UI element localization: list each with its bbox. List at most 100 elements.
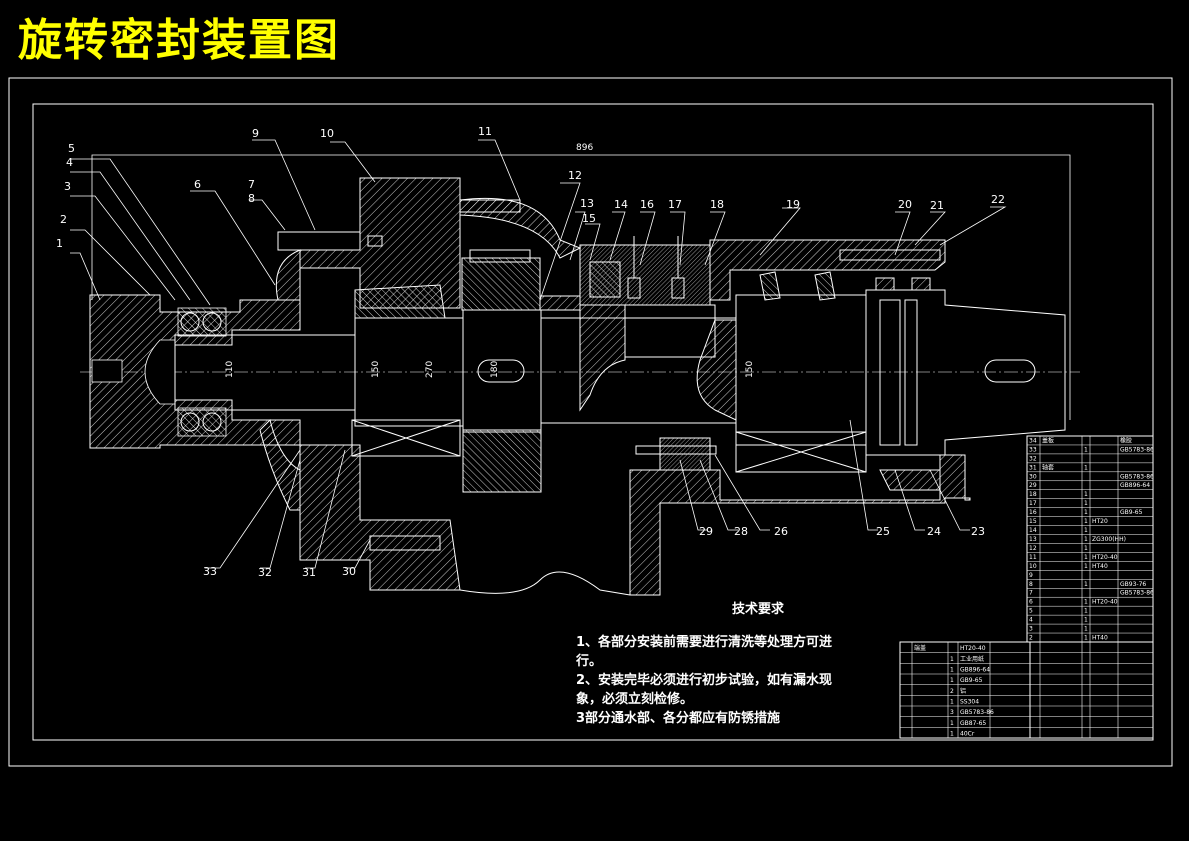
part-label: 17 [668,198,682,211]
overall-dimension-text: 896 [576,143,593,153]
parts-row-qty: 1 [1084,536,1088,543]
tech-requirement-line: 2、安装完毕必须进行初步试验，如有漏水现 [576,673,833,688]
parts-row-standard: 橡胶 [1120,436,1132,444]
title-row-qty: 3 [950,709,954,716]
parts-row-qty: 1 [1084,599,1088,606]
drawing-title: 旋转密封装置图 [18,15,340,66]
parts-row-no: 11 [1029,554,1037,561]
parts-row-qty: 1 [1084,518,1088,525]
upper-housing [275,177,946,446]
svg-text:150: 150 [371,361,381,378]
title-row-material: GB9-65 [960,677,983,684]
parts-row-no: 33 [1029,446,1037,453]
title-row-material: GB87-65 [960,720,986,727]
parts-row-qty: 1 [1084,446,1088,453]
parts-row-qty: 1 [1084,617,1088,624]
parts-row-no: 18 [1029,491,1037,498]
parts-row-no: 13 [1029,536,1037,543]
title-row-qty: 1 [950,699,954,706]
part-label: 19 [786,198,800,211]
part-label: 2 [60,213,67,226]
parts-row-no: 12 [1029,545,1037,552]
part-label: 29 [699,525,713,538]
tech-requirements-heading: 技术要求 [732,602,785,617]
parts-row-qty: 1 [1084,527,1088,534]
parts-row-no: 6 [1029,599,1033,606]
svg-text:150: 150 [745,361,755,378]
parts-row-qty: 1 [1084,608,1088,615]
title-row-material: GB5783-86 [960,709,994,716]
parts-row-no: 17 [1029,500,1037,507]
title-row-material: 工业用纸 [960,655,984,663]
part-label: 28 [734,525,748,538]
svg-text:110: 110 [225,361,235,378]
part-label: 3 [64,180,71,193]
parts-row-no: 2 [1029,635,1033,642]
parts-row-no: 3 [1029,626,1033,633]
parts-row-standard: GB5783-86 [1120,473,1154,480]
parts-row-standard: GB896-64 [1120,482,1150,489]
part-label: 14 [614,198,628,211]
leader-lines [70,139,1007,569]
part-label: 13 [580,197,594,210]
part-label: 25 [876,525,890,538]
tech-requirement-line: 3部分通水部、各分都应有防锈措施 [576,711,781,726]
parts-row-qty: 1 [1084,509,1088,516]
svg-text:270: 270 [425,361,435,378]
parts-row-standard: GB9-65 [1120,509,1143,516]
parts-row-no: 7 [1029,590,1033,597]
parts-row-standard: GB5783-86 [1120,446,1154,453]
part-label: 21 [930,199,944,212]
parts-row-no: 31 [1029,464,1037,471]
parts-row-no: 8 [1029,581,1033,588]
parts-row-standard: GB93-76 [1120,581,1146,588]
title-row-material: 40Cr [960,731,975,738]
parts-row-standard: GB5783-86 [1120,590,1154,597]
title-block [899,641,1154,739]
parts-row-material: HT20-40 [1092,599,1118,606]
parts-row-qty: 1 [1084,635,1088,642]
part-label: 16 [640,198,654,211]
title-row-name: 端盖 [914,644,926,652]
part-label: 9 [252,127,259,140]
part-label: 32 [258,566,272,579]
title-row-qty: 2 [950,688,954,695]
parts-row-no: 15 [1029,518,1037,525]
parts-row-qty: 1 [1084,626,1088,633]
part-label: 15 [582,212,596,225]
parts-row-no: 14 [1029,527,1037,534]
title-row-material: GB896-64 [960,667,990,674]
tech-requirement-line: 行。 [576,654,603,669]
parts-row-material: HT20 [1092,518,1108,525]
title-row-material: SS304 [960,699,979,706]
title-row-qty: 1 [950,667,954,674]
parts-row-material: HT20-40 [1092,554,1118,561]
part-labels: 1 2 3 4 5 6 7 8 9 10 11 12 13 14 15 16 1… [56,125,1005,579]
part-label: 31 [302,566,316,579]
part-label: 11 [478,125,492,138]
part-label: 26 [774,525,788,538]
part-label: 4 [66,156,73,169]
lower-housing [259,419,971,596]
part-label: 23 [971,525,985,538]
parts-row-no: 30 [1029,473,1037,480]
title-row-qty: 1 [950,677,954,684]
parts-row-qty: 1 [1084,563,1088,570]
parts-row-no: 34 [1029,437,1037,444]
parts-row-no: 9 [1029,572,1033,579]
parts-row-qty: 1 [1084,464,1088,471]
part-label: 24 [927,525,941,538]
part-label: 10 [320,127,334,140]
left-housing [89,294,301,449]
overall-dimension-line [91,154,1071,420]
parts-row-material: HT40 [1092,635,1108,642]
parts-row-qty: 1 [1084,491,1088,498]
part-label: 33 [203,565,217,578]
svg-text:180: 180 [490,361,500,378]
title-row-material: HT20-40 [960,645,986,652]
part-label: 1 [56,237,63,250]
outer-border [8,77,1173,767]
parts-row-no: 32 [1029,455,1037,462]
